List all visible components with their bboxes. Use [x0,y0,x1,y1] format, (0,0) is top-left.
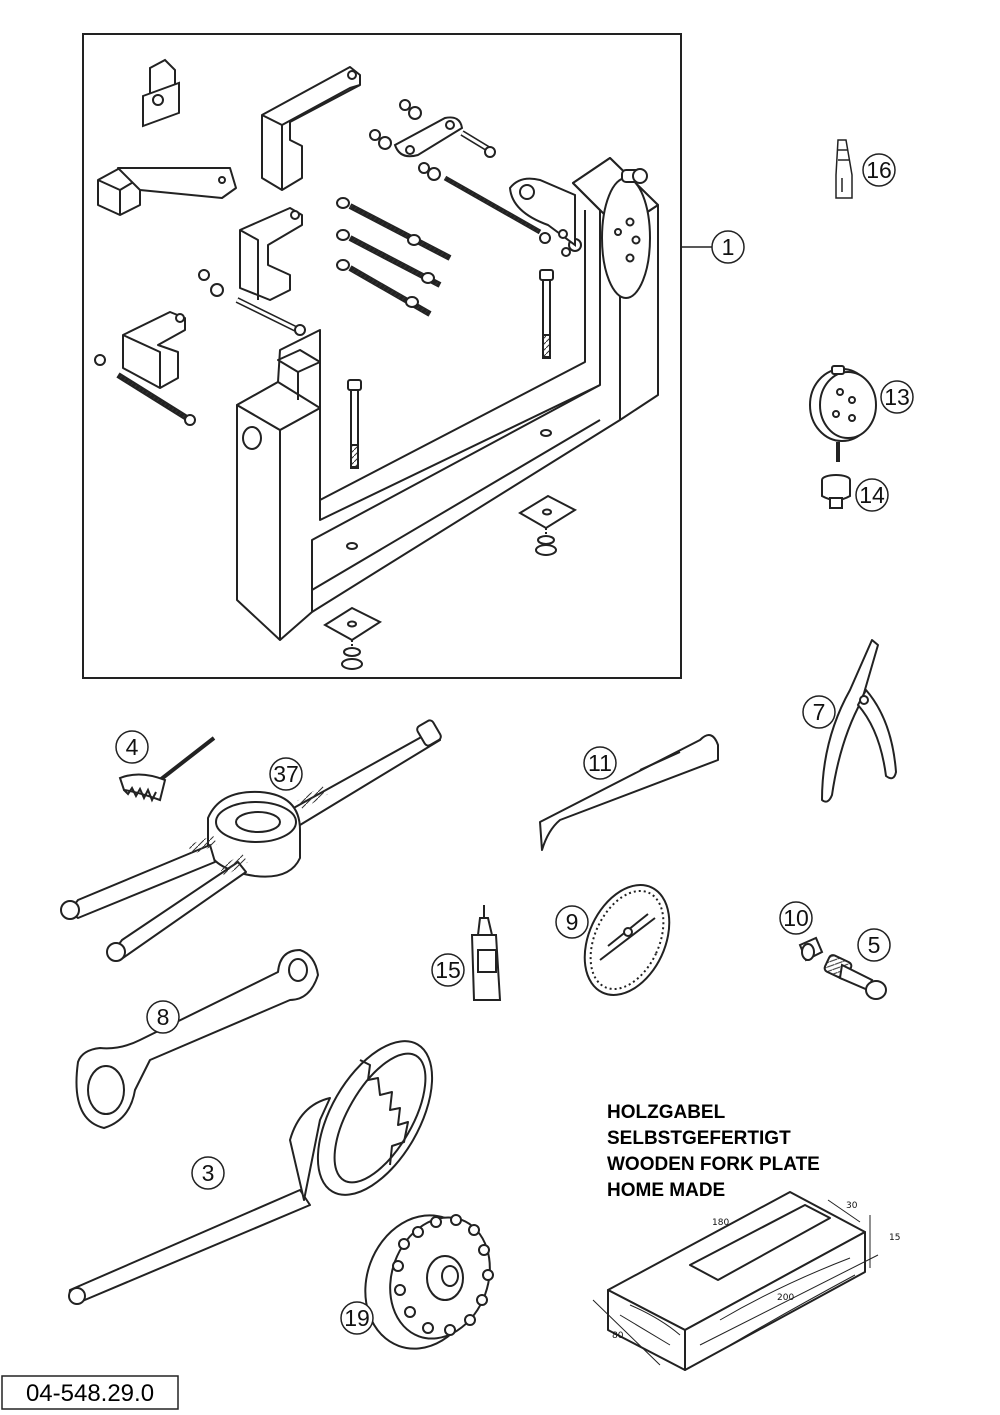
bolt-set-left [94,269,306,426]
degree-wheel [583,884,671,996]
wooden-plate-dimensions [592,1191,879,1366]
callout-8: 8 [146,1000,180,1034]
svg-text:8: 8 [157,1004,170,1030]
svg-text:9: 9 [566,909,579,935]
long-bolts-vertical [347,269,554,469]
callout-11: 11 [583,746,617,780]
engine-stand-frame [236,157,659,641]
callout-14: 14 [855,478,889,512]
svg-text:7: 7 [813,699,826,725]
svg-text:19: 19 [344,1305,370,1331]
mounting-disc [601,168,651,299]
angle-bracket-top [261,66,361,191]
clamp-tool [60,719,442,962]
angle-bracket-middle [239,207,303,301]
callout-19: 19 [340,1301,374,1335]
wooden-plate-dimension-labels: 30 15 180 200 80 [612,1201,900,1341]
dial-gauge [809,365,877,462]
svg-text:4: 4 [126,734,139,760]
adhesive-bottle [470,905,502,1001]
note-line-1: HOLZGABEL [607,1102,726,1123]
callout-4: 4 [115,730,149,764]
pin-wrench [75,949,319,1129]
dim-80: 80 [612,1331,624,1341]
svg-text:15: 15 [435,957,461,983]
callout-13: 13 [880,380,914,414]
foot-plate-left [323,606,383,670]
wooden-fork-plate [607,1191,866,1371]
square-tube-arm [97,167,237,216]
note-line-4: HOME MADE [607,1180,725,1201]
foot-plate-right [518,494,578,556]
holding-tool [68,1040,434,1305]
wooden-fork-note: HOLZGABEL SELBSTGEFERTIGT WOODEN FORK PL… [607,1102,820,1201]
callout-15: 15 [431,953,465,987]
callout-5: 5 [857,928,891,962]
dim-30: 30 [846,1201,858,1211]
note-line-3: WOODEN FORK PLATE [607,1154,820,1175]
puller-part [823,954,887,1000]
pick-tool [118,736,216,803]
svg-text:16: 16 [866,157,892,183]
lock-bracket [142,58,180,128]
svg-text:5: 5 [868,932,881,958]
callout-16: 16 [862,153,896,187]
gauge-adapter [821,474,851,509]
drawing-reference: 04-548.29.0 [1,1375,179,1410]
svg-text:3: 3 [202,1160,215,1186]
svg-text:14: 14 [859,482,885,508]
square-bracket-lower [122,311,186,389]
assembly-frame-box [82,33,682,679]
link-plate-assembly [369,99,551,244]
svg-text:13: 13 [884,384,910,410]
marker-pen-part [835,139,853,199]
callout-1: 1 [711,230,745,264]
svg-text:11: 11 [588,750,612,776]
circlip-pliers [821,639,897,803]
dim-15: 15 [889,1233,900,1243]
dim-200: 200 [777,1293,794,1303]
note-line-2: SELBSTGEFERTIGT [607,1128,791,1149]
bushing-part [798,936,824,962]
callout-9: 9 [555,905,589,939]
callout-3: 3 [191,1156,225,1190]
threaded-rods [336,197,452,317]
svg-text:37: 37 [273,761,299,787]
callout-10: 10 [779,901,813,935]
disc-bracket [508,177,576,257]
callout-37: 37 [269,757,303,791]
svg-text:04-548.29.0: 04-548.29.0 [26,1380,154,1407]
feeler-gauge-blade [539,734,719,851]
svg-text:1: 1 [722,234,735,260]
callout-7: 7 [802,695,836,729]
flywheel-holder [364,1214,494,1350]
svg-text:10: 10 [783,905,809,931]
dim-180: 180 [712,1218,729,1228]
